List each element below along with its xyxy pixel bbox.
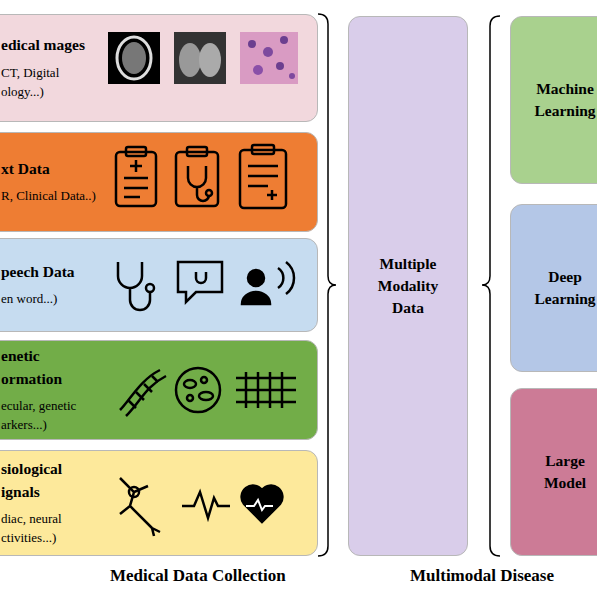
genetic-icons [187,395,193,401]
signal-icons [129,487,139,497]
signal-icons [246,500,273,510]
text-column: edical magesCT, Digital ology...) [1,34,103,101]
clipboard-icons [187,147,207,156]
clipboard-icons [240,150,286,208]
signal-icons [242,486,283,522]
genetic-icons [199,392,213,400]
clipboard-icons [126,147,146,156]
image-icons [122,42,146,74]
genetic-icons [120,368,296,416]
data-source-box: edical magesCT, Digital ology...) [0,14,318,122]
clipboard-icons [124,160,148,197]
data-source-box: enetic ormation ecular, genetic arkers...… [0,340,318,440]
genetic-icons [176,368,220,412]
clipboard-icons [176,152,218,206]
speech-icons [118,262,150,310]
image-icons [253,65,263,75]
genetic-icons [128,376,158,408]
speech-icons [118,262,294,310]
curly-bracket [318,14,500,556]
image-icons [248,40,256,48]
image-icons [179,43,201,77]
box-heading: Machine Learning [527,78,597,121]
box-body: CT, Digital ology...) [1,63,103,102]
clipboard-icons [116,145,286,208]
image-icons [280,36,288,44]
box-heading: peech Data [1,261,103,283]
speech-icons [196,272,206,283]
speech-icons [242,292,270,304]
curly-bracket [482,16,500,556]
text-column: peech Data en word...) [1,261,103,309]
image-icons [199,43,221,77]
method-box: Machine Learning [510,16,597,184]
genetic-icons [236,372,296,408]
box-heading: Large Model [527,450,597,493]
clipboard-icons [206,190,212,196]
box-heading: xt Data [1,158,103,180]
box-body: R, Clinical Data..) [1,186,103,206]
image-icons [174,32,226,84]
method-box: Deep Learning [510,204,597,372]
box-heading: edical mages [1,34,103,56]
box-heading: siological ignals [1,458,103,503]
image-icons [240,32,298,84]
signal-icons [120,478,282,536]
box-body: diac, neural ctivities...) [1,509,103,548]
modality-box: Multiple Modality Data [348,16,468,556]
image-icons [263,47,273,57]
data-source-box: peech Data en word...) [0,238,318,332]
text-column: enetic ormation ecular, genetic arkers...… [1,345,103,435]
image-icons [289,73,295,79]
image-icons [276,62,284,70]
section-label: Multimodal Disease [410,566,554,586]
box-heading: Multiple Modality Data [365,253,451,318]
section-label: Medical Data Collection [110,566,286,586]
genetic-icons [120,370,166,416]
curly-bracket [318,14,336,556]
method-box: Large Model [510,388,597,556]
box-body: en word...) [1,289,103,309]
speech-icons [178,262,222,302]
box-heading: Deep Learning [527,266,597,309]
image-icons [108,32,298,84]
box-body: ecular, genetic arkers...) [1,396,103,435]
signal-icons [120,478,160,536]
genetic-icons [201,377,207,383]
speech-icons [146,284,154,292]
image-icons [117,37,151,79]
box-heading: enetic ormation [1,345,103,390]
signal-icons [182,492,230,518]
data-source-box: xt Data R, Clinical Data..) [0,132,318,232]
speech-icons [278,262,294,294]
clipboard-icons [116,152,156,206]
text-column: siological ignals diac, neural ctivities.… [1,458,103,548]
clipboard-icons [188,166,209,201]
clipboard-icons [252,145,274,154]
speech-icons [248,270,264,286]
clipboard-icons [248,166,278,200]
data-source-box: siological ignals diac, neural ctivities.… [0,450,318,556]
text-column: xt Data R, Clinical Data..) [1,158,103,206]
image-icons [108,32,160,84]
genetic-icons [184,380,196,388]
